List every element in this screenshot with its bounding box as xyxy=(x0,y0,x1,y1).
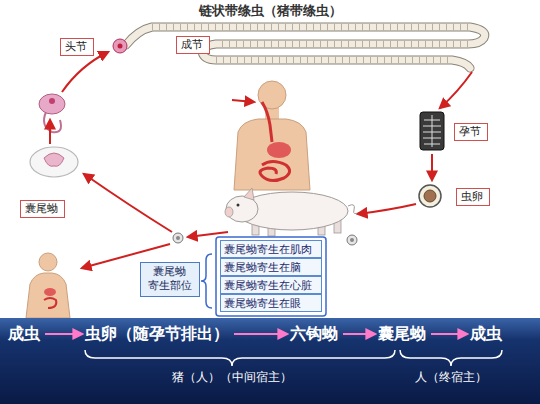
part-label: 囊尾蚴 xyxy=(20,200,65,218)
node-text: 囊尾蚴寄生在眼 xyxy=(224,296,318,310)
cycle-arrow xyxy=(84,174,172,232)
tapeworm-adult xyxy=(113,39,127,53)
larva-dot xyxy=(347,235,357,245)
site-box: 囊尾蚴寄生在脑 xyxy=(220,258,322,276)
larva-dot xyxy=(350,238,354,242)
cycle-arrow xyxy=(431,154,433,180)
part-label: 虫卵 xyxy=(456,188,490,206)
host-label: 人（终宿主） xyxy=(415,369,487,386)
pig xyxy=(244,188,254,200)
human-figure xyxy=(44,288,56,296)
site-list-frame xyxy=(201,237,326,316)
summary-band xyxy=(85,350,395,366)
larva-dot xyxy=(176,236,180,240)
node-text: 六钩蚴 xyxy=(290,324,340,344)
human-body xyxy=(234,81,310,190)
tapeworm-adult xyxy=(118,44,123,49)
host-label: 猪（人）（中间宿主） xyxy=(172,369,292,386)
flow-arrow xyxy=(431,333,467,335)
human-figure xyxy=(26,253,70,318)
gravid-proglottid xyxy=(420,112,444,150)
stage-term: 虫卵（随孕节排出） xyxy=(85,324,231,344)
summary-band xyxy=(0,318,540,404)
node-text: 囊尾蚴寄生在脑 xyxy=(224,260,318,274)
cycle-arrow xyxy=(232,100,254,102)
stage-term: 成虫 xyxy=(8,324,42,344)
group-label: 囊尾蚴 寄生部位 xyxy=(140,262,200,297)
site-box: 囊尾蚴寄生在肌肉 xyxy=(220,240,322,258)
egg xyxy=(419,185,441,207)
site-box: 囊尾蚴寄生在心脏 xyxy=(220,276,322,294)
node-text: 孕节 xyxy=(459,125,483,139)
human-body xyxy=(267,142,291,158)
gravid-proglottid xyxy=(423,115,441,147)
cycle-arrow xyxy=(440,72,472,108)
stage-term: 囊尾蚴 xyxy=(378,324,428,344)
node-text: 囊尾蚴 xyxy=(378,324,428,344)
human-figure xyxy=(26,273,70,318)
part-label: 孕节 xyxy=(454,123,488,141)
part-label: 成节 xyxy=(176,36,210,54)
flow-arrow xyxy=(45,333,82,335)
human-body xyxy=(262,102,272,142)
node-text: 囊尾蚴寄生在心脏 xyxy=(224,278,318,292)
human-figure xyxy=(39,253,57,271)
node-text: 成节 xyxy=(181,38,205,52)
diagram-title: 链状带绦虫（猪带绦虫） xyxy=(199,2,342,20)
node-text: 虫卵 xyxy=(461,190,485,204)
cycle-arrow xyxy=(50,52,472,268)
tapeworm-adult xyxy=(113,27,485,68)
node-text: 囊尾蚴 xyxy=(25,202,60,216)
pig xyxy=(237,204,240,207)
node-text: 成虫 xyxy=(8,324,42,344)
summary-band xyxy=(0,318,540,404)
larva-dot xyxy=(173,233,183,243)
tapeworm-adult xyxy=(126,27,485,68)
stage-term: 六钩蚴 xyxy=(290,324,340,344)
cycle-arrow xyxy=(62,52,108,92)
human-figure xyxy=(44,298,56,308)
flow-arrow xyxy=(234,333,287,335)
site-box: 囊尾蚴寄生在眼 xyxy=(220,294,322,312)
cysticercus xyxy=(39,94,65,114)
site-list-frame xyxy=(216,237,326,316)
node-text: 成虫 xyxy=(470,324,504,344)
egg xyxy=(419,185,441,207)
cysticercus xyxy=(30,147,78,177)
tapeworm-adult xyxy=(126,27,485,68)
cycle-arrow xyxy=(358,204,416,214)
pig xyxy=(348,205,360,214)
node-text: 头节 xyxy=(65,40,89,54)
pig xyxy=(225,207,233,217)
part-label: 头节 xyxy=(60,38,94,56)
cycle-arrow xyxy=(49,120,51,144)
cysticercus xyxy=(49,98,55,104)
node-text: 虫卵（随孕节排出） xyxy=(85,324,231,344)
stage-term: 成虫 xyxy=(470,324,504,344)
cysticercus xyxy=(44,112,61,132)
site-list-frame xyxy=(201,254,212,308)
cysticercus xyxy=(30,94,78,177)
cysticercus xyxy=(44,153,64,166)
node-text: 囊尾蚴 寄生部位 xyxy=(146,265,193,294)
tapeworm-adult xyxy=(152,27,470,60)
egg xyxy=(424,190,436,202)
flow-arrow xyxy=(343,333,375,335)
pig xyxy=(225,188,360,236)
gravid-proglottid xyxy=(420,112,444,150)
node-text: 囊尾蚴寄生在肌肉 xyxy=(224,242,318,256)
human-body xyxy=(260,162,290,181)
summary-band xyxy=(400,350,502,366)
